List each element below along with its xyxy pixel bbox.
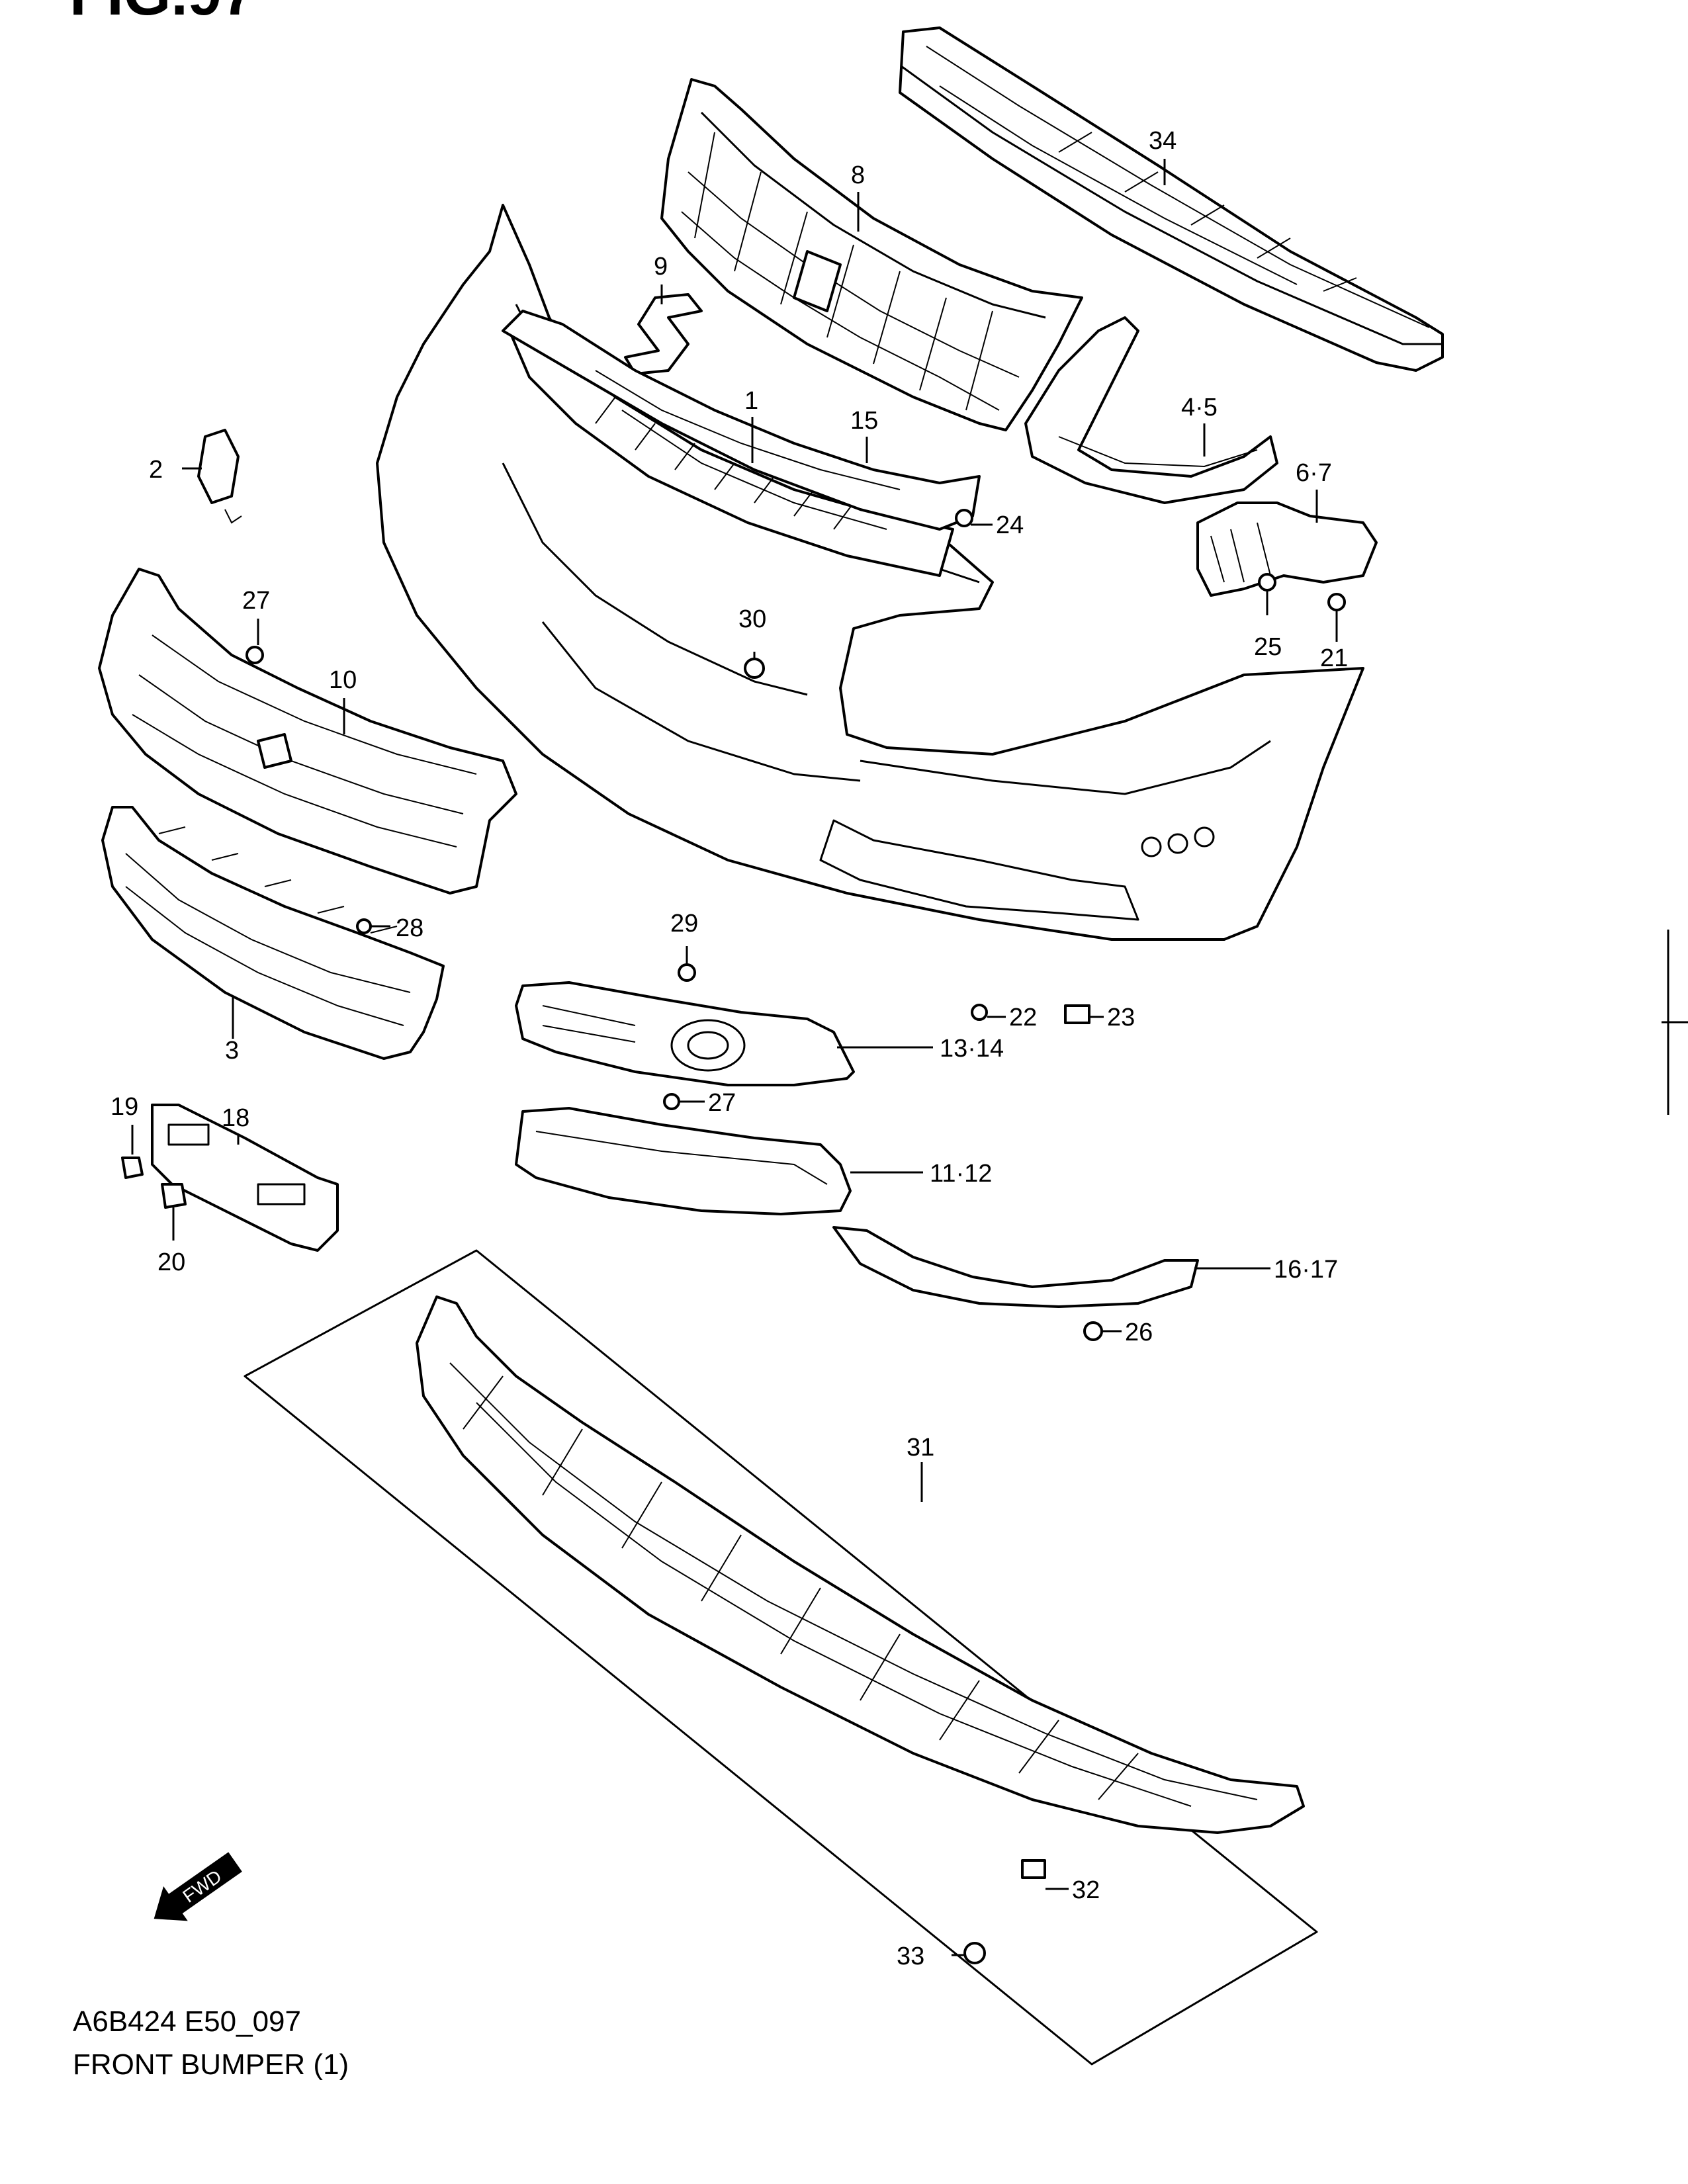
part-3-lower-grille bbox=[101, 806, 445, 1060]
callout-19: 19 bbox=[111, 1093, 138, 1121]
leader-lines bbox=[131, 159, 1338, 1956]
fastener-29 bbox=[678, 963, 696, 982]
callout-2: 2 bbox=[149, 456, 163, 484]
part-8-upper-grille bbox=[660, 78, 1083, 431]
fastener-22 bbox=[971, 1004, 988, 1021]
callout-1: 1 bbox=[744, 387, 758, 415]
part-6-7-bracket bbox=[1196, 502, 1378, 597]
callout-27-top: 27 bbox=[242, 587, 270, 615]
callout-27-mid: 27 bbox=[708, 1089, 736, 1117]
fastener-30 bbox=[744, 658, 765, 679]
callout-6-7: 6·7 bbox=[1296, 459, 1332, 487]
callout-32: 32 bbox=[1072, 1876, 1100, 1904]
fastener-33 bbox=[963, 1942, 986, 1964]
callout-18: 18 bbox=[222, 1104, 249, 1132]
part-2-tow-cap bbox=[197, 429, 242, 524]
fastener-25 bbox=[1258, 573, 1276, 591]
fastener-28 bbox=[356, 918, 372, 934]
callout-11-12: 11·12 bbox=[930, 1160, 992, 1188]
callout-16-17: 16·17 bbox=[1274, 1256, 1338, 1284]
part-20-nut bbox=[161, 1183, 187, 1209]
callout-34: 34 bbox=[1149, 127, 1177, 155]
callout-8: 8 bbox=[851, 161, 865, 189]
callout-21: 21 bbox=[1320, 644, 1348, 672]
figure-caption: FRONT BUMPER (1) bbox=[73, 2048, 349, 2081]
part-18-plate-bracket bbox=[151, 1104, 339, 1252]
part-16-17-molding bbox=[832, 1226, 1199, 1308]
callout-15: 15 bbox=[850, 407, 878, 435]
fastener-27b bbox=[663, 1093, 680, 1110]
part-34-reinforcement bbox=[899, 26, 1444, 372]
figure-title: FIG.97 bbox=[69, 0, 255, 28]
callout-31: 31 bbox=[907, 1434, 934, 1462]
callout-20: 20 bbox=[157, 1248, 185, 1276]
callout-4-5: 4·5 bbox=[1181, 394, 1218, 421]
callout-26: 26 bbox=[1125, 1319, 1153, 1346]
fastener-26 bbox=[1083, 1321, 1103, 1341]
callout-29: 29 bbox=[670, 910, 698, 938]
margin-mark bbox=[1662, 930, 1688, 1115]
fastener-24 bbox=[955, 509, 973, 527]
callout-10: 10 bbox=[329, 666, 357, 694]
callout-30: 30 bbox=[738, 605, 766, 633]
callout-9: 9 bbox=[654, 253, 668, 281]
callout-28: 28 bbox=[396, 914, 423, 942]
callout-25: 25 bbox=[1254, 633, 1282, 661]
part-10-grille-frame bbox=[98, 568, 517, 895]
callout-33: 33 bbox=[897, 1943, 924, 1970]
part-9-emblem bbox=[624, 293, 703, 375]
fasteners bbox=[245, 509, 1346, 1964]
fastener-21 bbox=[1327, 593, 1346, 611]
callout-22: 22 bbox=[1009, 1004, 1037, 1031]
fastener-23 bbox=[1064, 1004, 1090, 1024]
part-4-5-side-bracket bbox=[1024, 316, 1278, 504]
callout-3: 3 bbox=[225, 1037, 239, 1065]
callout-labels: 34 8 9 1 15 4·5 6·7 2 24 27 30 25 21 10 … bbox=[111, 127, 1348, 1970]
figure-code: A6B424 E50_097 bbox=[73, 2005, 301, 2038]
part-19-clip bbox=[121, 1157, 144, 1179]
fastener-32 bbox=[1021, 1859, 1046, 1879]
callout-13-14: 13·14 bbox=[940, 1035, 1004, 1063]
fastener-27a bbox=[245, 646, 264, 664]
callout-24: 24 bbox=[996, 511, 1024, 539]
part-13-14-fog-bezel bbox=[515, 981, 855, 1086]
part-11-12-lower-bezel bbox=[515, 1107, 852, 1215]
callout-23: 23 bbox=[1107, 1004, 1135, 1031]
part-31-under-cover bbox=[244, 1249, 1318, 2066]
part-1-bumper-cover bbox=[376, 204, 1364, 941]
fwd-arrow: FWD bbox=[154, 1852, 242, 1921]
